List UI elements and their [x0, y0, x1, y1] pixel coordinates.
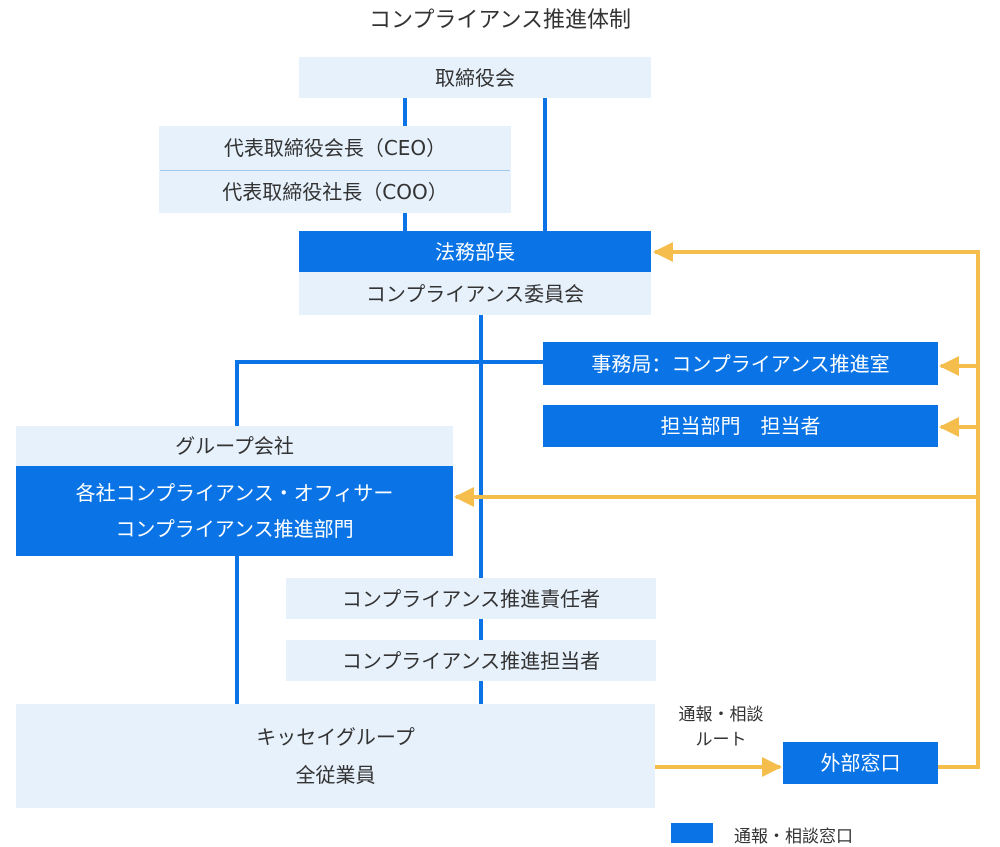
group-companies-box: グループ会社 [16, 426, 453, 466]
diagram-title: コンプライアンス推進体制 [368, 8, 632, 33]
route-label-line2: ルート [695, 730, 747, 750]
legend-swatch [671, 823, 713, 843]
officers-line1: 各社コンプライアンス・オフィサー [75, 481, 394, 505]
legend-label: 通報・相談窓口 [734, 827, 853, 847]
legal-head-box: 法務部長 [299, 231, 651, 272]
route-external-up [653, 242, 980, 769]
board-box: 取締役会 [299, 57, 651, 98]
employees-line1: キッセイグループ [256, 725, 415, 749]
route-label-line1: 通報・相談 [678, 705, 764, 725]
employees-line2: 全従業員 [295, 763, 376, 787]
route-label: 通報・相談 ルート [658, 703, 784, 753]
responsible-box: コンプライアンス推進責任者 [286, 578, 656, 619]
officers-line2: コンプライアンス推進部門 [115, 517, 354, 541]
employees-box: キッセイグループ 全従業員 [16, 704, 655, 808]
secretariat-box: 事務局：コンプライアンス推進室 [543, 342, 938, 385]
coo-box: 代表取締役社長（COO） [159, 171, 511, 213]
external-window-box: 外部窓口 [783, 742, 938, 784]
ceo-box: 代表取締役会長（CEO） [159, 126, 511, 170]
compliance-committee-box: コンプライアンス委員会 [299, 272, 651, 315]
promoter-box: コンプライアンス推進担当者 [286, 640, 656, 681]
line-secretariat-group [235, 360, 543, 426]
dept-staff-box: 担当部門 担当者 [543, 405, 938, 447]
officers-box: 各社コンプライアンス・オフィサー コンプライアンス推進部門 [16, 466, 453, 556]
